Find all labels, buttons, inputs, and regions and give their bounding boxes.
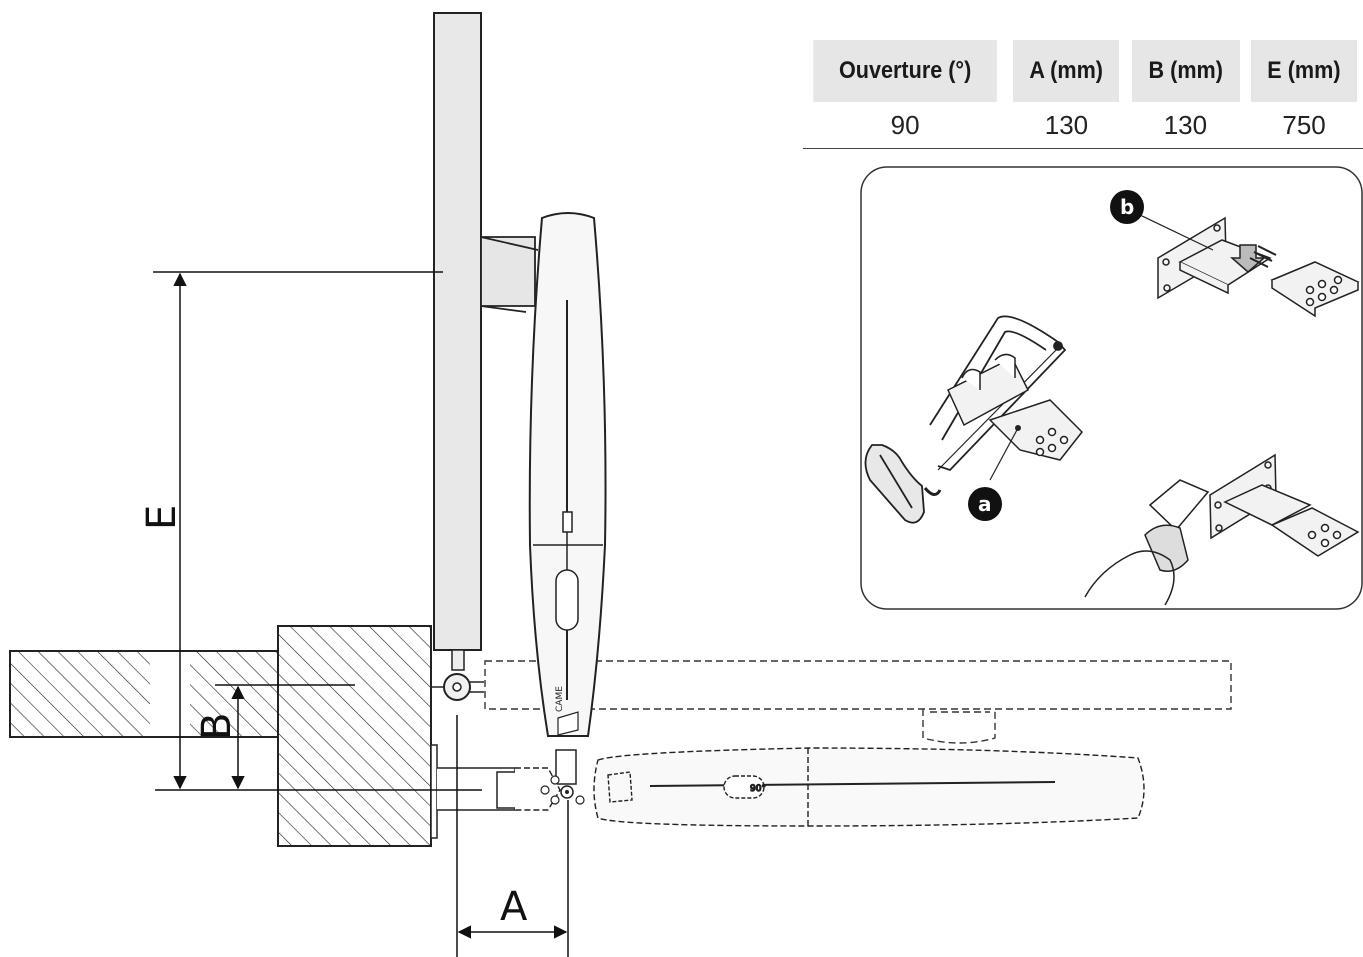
- bracket-weld-plate: [1157, 216, 1360, 318]
- operator-brand-label: CAME: [555, 686, 565, 712]
- dimension-e: [153, 271, 482, 791]
- cell-e: 750: [1245, 102, 1363, 149]
- spec-table: Ouverture (°) A (mm) B (mm) E (mm) 90 13…: [803, 40, 1363, 149]
- header-e: E (mm): [1251, 40, 1358, 102]
- callout-b: [1110, 190, 1144, 224]
- operator-closed: 90°: [593, 747, 1145, 827]
- cell-b: 130: [1125, 102, 1246, 149]
- gate-leaf: [431, 12, 484, 701]
- dimension-a: [456, 715, 569, 957]
- gate-leaf-closed: [484, 660, 1232, 744]
- spec-table-header-row: Ouverture (°) A (mm) B (mm) E (mm): [803, 40, 1363, 102]
- dimension-e-label: E: [139, 505, 185, 530]
- callout-a-label: a: [978, 492, 992, 516]
- operator-open: CAME: [528, 212, 607, 785]
- pillar: [277, 625, 432, 847]
- cell-opening: 90: [803, 102, 1008, 149]
- callout-b-label: b: [1120, 195, 1134, 219]
- leaf-bracket: [480, 236, 539, 313]
- dimension-b: [215, 684, 355, 790]
- table-row: 90 130 130 750: [803, 102, 1363, 149]
- callout-a: [968, 487, 1002, 521]
- welding-scene: [1084, 453, 1360, 606]
- bracket-to-cut: [947, 353, 1084, 461]
- header-a: A (mm): [1013, 40, 1120, 102]
- dimension-b-label: B: [194, 713, 240, 740]
- header-b: B (mm): [1131, 40, 1240, 102]
- cell-a: 130: [1007, 102, 1126, 149]
- hacksaw: [864, 315, 1067, 524]
- operator-angle-label: 90°: [750, 784, 766, 794]
- inset-panel: b a: [860, 166, 1363, 610]
- header-opening: Ouverture (°): [813, 40, 998, 102]
- dimension-a-label: A: [500, 884, 528, 930]
